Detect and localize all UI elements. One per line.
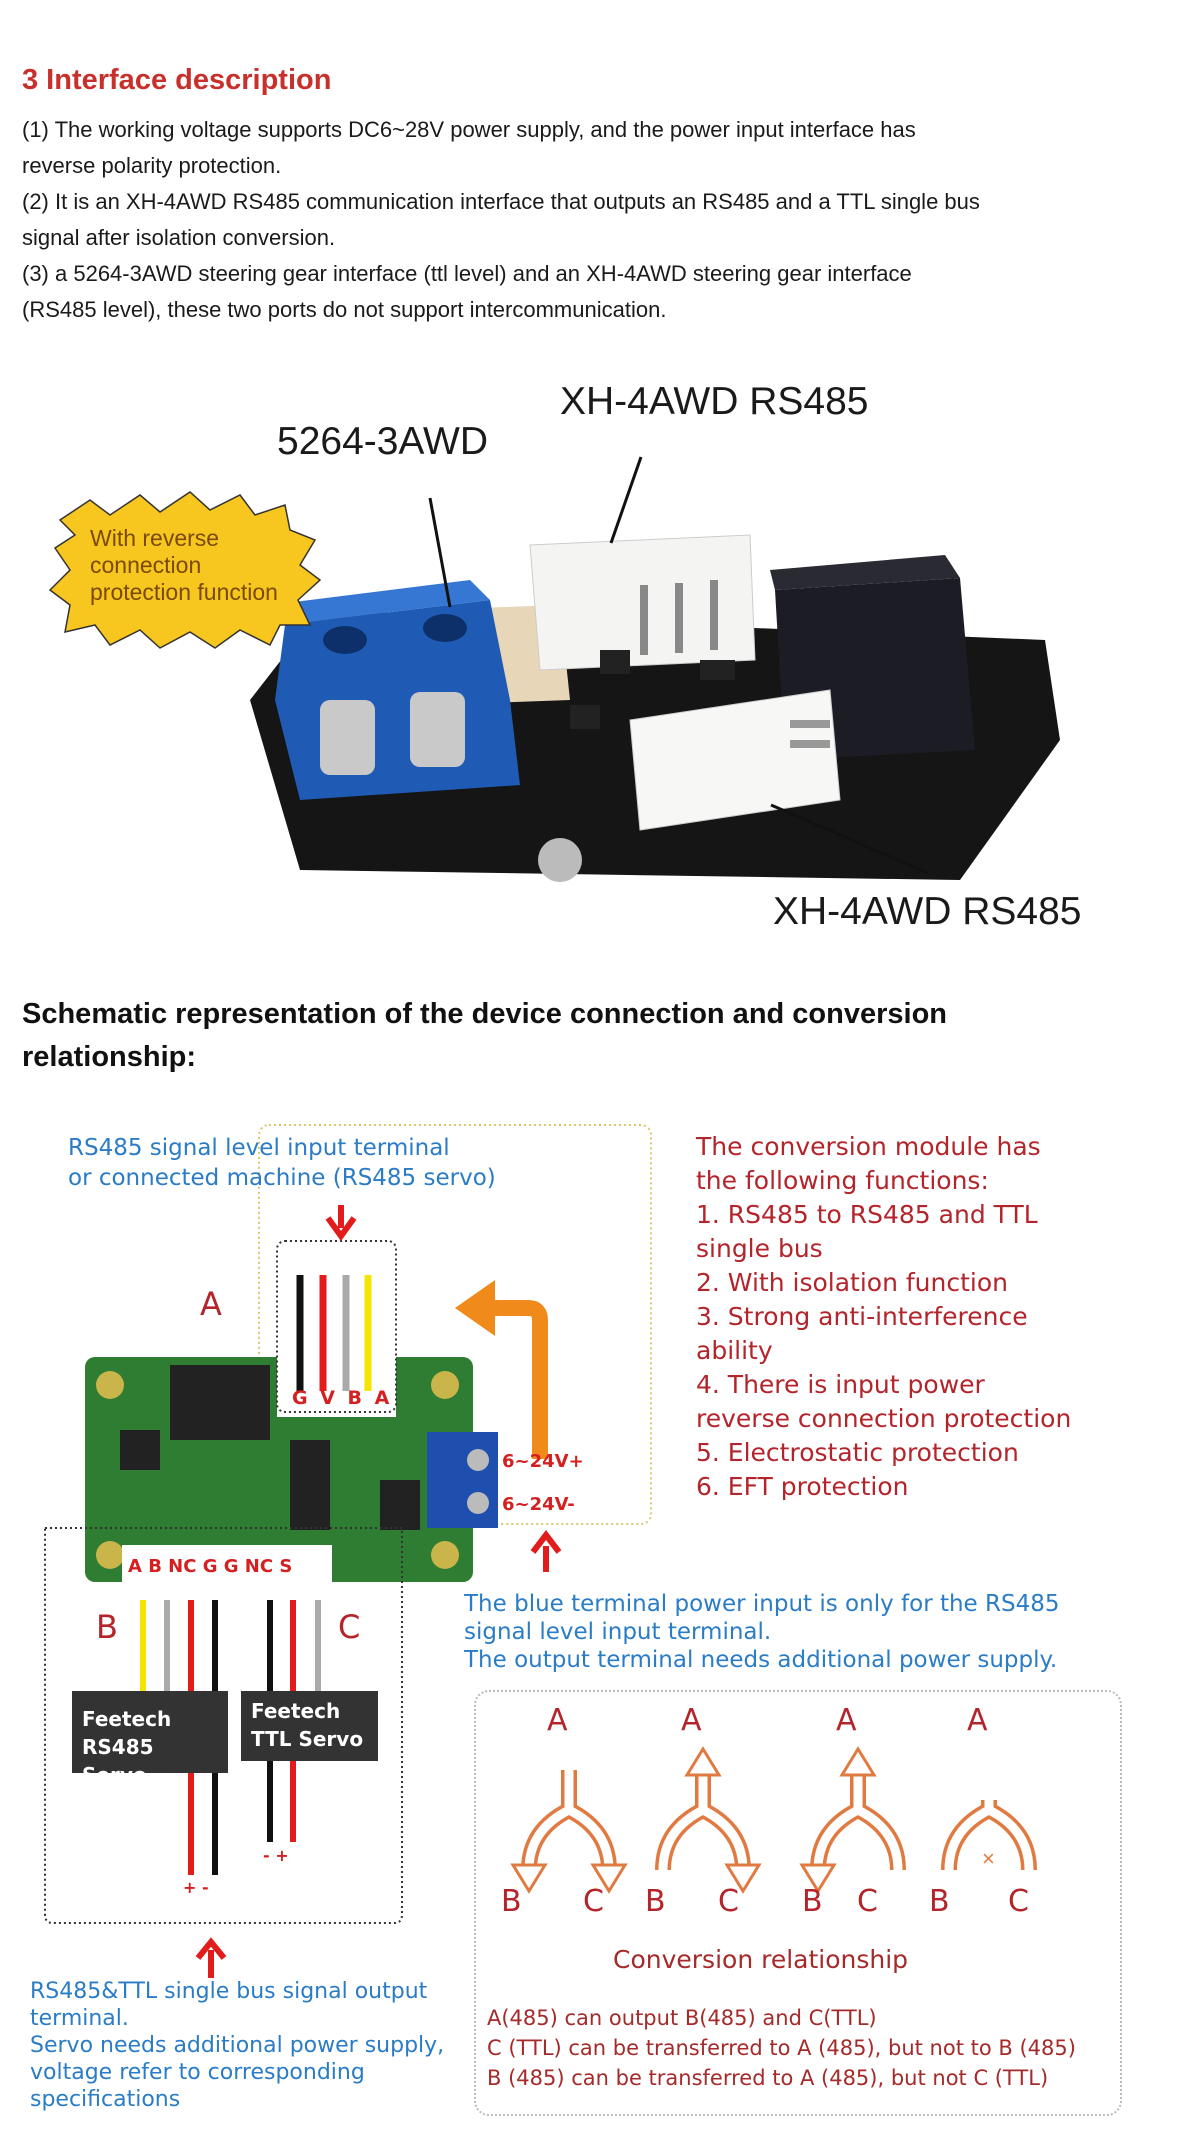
y-arrow-icon: ×: [941, 1800, 1037, 1871]
connector-a-box: [276, 1240, 397, 1413]
function-line: the following functions:: [696, 1166, 989, 1195]
output-note-line: Servo needs additional power supply,: [30, 2033, 445, 2058]
section-title: 3 Interface description: [22, 64, 332, 96]
servo-label: Feetech: [82, 1707, 172, 1731]
conversion-lines: A(485) can output B(485) and C(TTL) C (T…: [487, 2003, 1076, 2093]
rs485-polarity: + -: [183, 1878, 209, 1897]
input-label: RS485 signal level input terminal or con…: [68, 1133, 496, 1193]
svg-text:×: ×: [982, 1846, 995, 1871]
output-note-line: RS485&TTL single bus signal output: [30, 1979, 428, 2004]
conversion-title: Conversion relationship: [613, 1945, 909, 1974]
connector-xh-top: [529, 534, 756, 671]
conv-top-label: A: [967, 1703, 988, 1738]
conv-bottom-label: C: [718, 1884, 739, 1919]
port-a-label: A: [200, 1285, 222, 1323]
label-xh-4awd-top: XH-4AWD RS485: [560, 380, 869, 423]
conversion-line: C (TTL) can be transferred to A (485), b…: [487, 2036, 1076, 2060]
input-label-line: RS485 signal level input terminal: [68, 1135, 450, 1161]
servo-label: Feetech: [251, 1699, 341, 1723]
paragraph-line: (RS485 level), these two ports do not su…: [22, 297, 667, 322]
burst-line: connection: [90, 552, 202, 578]
paragraph-line: (2) It is an XH-4AWD RS485 communication…: [22, 189, 980, 214]
port-b-label: B: [96, 1608, 118, 1646]
paragraph-line: (1) The working voltage supports DC6~28V…: [22, 117, 916, 142]
function-line: The conversion module has: [696, 1132, 1041, 1161]
power-note-line: The output terminal needs additional pow…: [464, 1647, 1058, 1673]
power-minus-label: 6~24V-: [502, 1494, 575, 1515]
function-line: reverse connection protection: [696, 1404, 1072, 1433]
function-line: 6. EFT protection: [696, 1472, 909, 1501]
input-dotted-box: [258, 1124, 652, 1525]
function-line: 2. With isolation function: [696, 1268, 1008, 1297]
conv-bottom-label: B: [501, 1884, 522, 1919]
y-arrow-icon: [510, 1770, 628, 1894]
pins-bc-label: A B NC G G NC S: [128, 1556, 293, 1577]
paragraph-line: signal after isolation conversion.: [22, 225, 336, 250]
function-line: 1. RS485 to RS485 and TTL: [696, 1200, 1038, 1229]
output-note-line: terminal.: [30, 2006, 129, 2031]
burst-line: With reverse: [90, 525, 220, 551]
ttl-polarity: - +: [263, 1846, 289, 1865]
output-note-line: specifications: [30, 2087, 181, 2112]
servo-label: RS485 Servo: [82, 1735, 154, 1787]
label-5264-3awd: 5264-3AWD: [277, 420, 488, 463]
conv-bottom-label: B: [645, 1884, 666, 1919]
red-up-arrow-icon: [195, 1937, 227, 1978]
pcb-board: [85, 1357, 473, 1585]
pointer-line: [428, 497, 452, 608]
pointer-line: [770, 803, 929, 875]
power-plus-label: 6~24V+: [502, 1451, 584, 1472]
input-label-line: or connected machine (RS485 servo): [68, 1165, 496, 1191]
function-line: ability: [696, 1336, 773, 1365]
starburst-text: With reverse connection protection funct…: [90, 525, 278, 606]
blue-terminal-block: [270, 580, 520, 800]
orange-return-arrow-icon: [455, 1280, 548, 1459]
paragraph-line: (3) a 5264-3AWD steering gear interface …: [22, 261, 912, 286]
functions-list: The conversion module has the following …: [696, 1130, 1071, 1504]
pcb-board-photo: [250, 534, 1060, 882]
function-line: 5. Electrostatic protection: [696, 1438, 1019, 1467]
port-c-label: C: [338, 1608, 361, 1646]
power-note: The blue terminal power input is only fo…: [464, 1590, 1060, 1674]
output-note-line: voltage refer to corresponding: [30, 2060, 365, 2085]
servo-ttl-box: Feetech TTL Servo: [241, 1691, 378, 1761]
conversion-line: A(485) can output B(485) and C(TTL): [487, 2006, 877, 2030]
starburst-badge: [48, 491, 322, 649]
function-line: 4. There is input power: [696, 1370, 985, 1399]
power-note-line: The blue terminal power input is only fo…: [464, 1591, 1060, 1617]
function-line: single bus: [696, 1234, 823, 1263]
blue-power-terminal: [427, 1432, 498, 1528]
schematic-heading: Schematic representation of the device c…: [22, 998, 948, 1073]
servo-label: TTL Servo: [251, 1727, 364, 1751]
paragraph-line: reverse polarity protection.: [22, 153, 282, 178]
conv-bottom-label: B: [802, 1884, 823, 1919]
pins-a-label: G V B A: [292, 1387, 393, 1409]
conv-top-label: A: [681, 1703, 702, 1738]
red-down-arrow-icon: [325, 1205, 357, 1242]
conv-bottom-label: B: [929, 1884, 950, 1919]
conversion-box: [474, 1690, 1122, 2116]
pointer-line: [609, 456, 643, 544]
power-note-line: signal level input terminal.: [464, 1619, 772, 1645]
servo-rs485-box: Feetech RS485 Servo: [72, 1691, 228, 1787]
red-up-arrow-icon: [530, 1530, 562, 1572]
burst-line: protection function: [90, 579, 278, 605]
conv-bottom-label: C: [583, 1884, 604, 1919]
label-xh-4awd-bottom: XH-4AWD RS485: [773, 890, 1082, 933]
output-note: RS485&TTL single bus signal output termi…: [30, 1978, 444, 2113]
conv-top-label: A: [836, 1703, 857, 1738]
connector-xh-bottom: [629, 689, 841, 831]
conv-top-label: A: [547, 1703, 568, 1738]
output-dotted-box: [44, 1527, 403, 1924]
function-line: 3. Strong anti-interference: [696, 1302, 1028, 1331]
conversion-line: B (485) can be transferred to A (485), b…: [487, 2066, 1049, 2090]
y-arrow-icon: [799, 1746, 906, 1894]
y-arrow-icon: [655, 1746, 762, 1894]
conv-bottom-label: C: [857, 1884, 878, 1919]
conv-bottom-label: C: [1008, 1884, 1029, 1919]
